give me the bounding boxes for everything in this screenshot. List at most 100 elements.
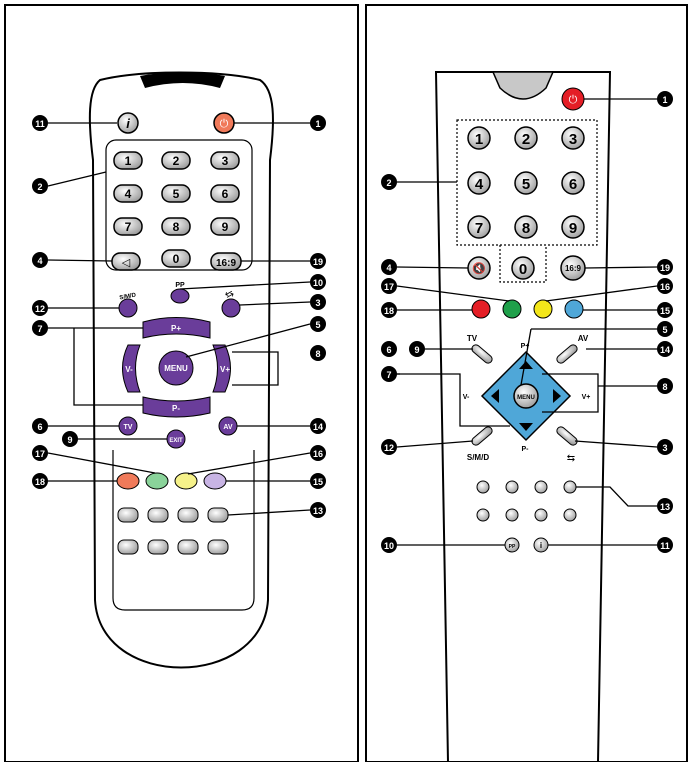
- svg-text:5: 5: [662, 325, 667, 335]
- teletext-key[interactable]: [535, 509, 547, 521]
- teletext-key[interactable]: [178, 508, 198, 522]
- v-minus-label: V-: [125, 365, 133, 374]
- swap-icon: ⇆: [567, 453, 575, 464]
- callout-marker: 4: [32, 252, 48, 268]
- tv-label: TV: [467, 334, 478, 343]
- remote-a-red-key[interactable]: [117, 473, 139, 489]
- callout-marker: 8: [310, 345, 326, 361]
- remote-b-red-key[interactable]: [472, 300, 490, 318]
- digit-button-8[interactable]: 8: [162, 218, 190, 235]
- remote-b-yellow-key[interactable]: [534, 300, 552, 318]
- digit-label: 1: [125, 154, 132, 168]
- teletext-key[interactable]: [564, 509, 576, 521]
- aspect-label: 16:9: [216, 258, 236, 269]
- svg-text:7: 7: [386, 370, 391, 380]
- digit-button-6[interactable]: 6: [211, 185, 239, 202]
- remote-a-pp-button[interactable]: [171, 289, 189, 303]
- svg-text:19: 19: [660, 263, 670, 273]
- digit-button-3[interactable]: 3: [211, 152, 239, 169]
- remote-b-blue-key[interactable]: [565, 300, 583, 318]
- callout-marker: 8: [657, 378, 673, 394]
- digit-label: 8: [173, 220, 180, 234]
- digit-label: 2: [173, 154, 180, 168]
- teletext-key[interactable]: [118, 508, 138, 522]
- menu-label: MENU: [164, 364, 188, 373]
- callout-marker: 15: [657, 302, 673, 318]
- digit-button-0[interactable]: 0: [162, 250, 190, 267]
- teletext-key[interactable]: [148, 508, 168, 522]
- callout-marker: 15: [310, 473, 326, 489]
- teletext-key[interactable]: [564, 481, 576, 493]
- callout-marker: 2: [32, 178, 48, 194]
- digit-button-7[interactable]: 7: [114, 218, 142, 235]
- v-plus-label: V+: [220, 365, 230, 374]
- svg-text:9: 9: [67, 435, 72, 445]
- teletext-key[interactable]: [148, 540, 168, 554]
- digit-button-9[interactable]: 9: [211, 218, 239, 235]
- digit-button-0[interactable]: 0: [512, 257, 534, 279]
- svg-text:10: 10: [384, 541, 394, 551]
- digit-label: 0: [173, 252, 180, 266]
- digit-label: 6: [222, 187, 229, 201]
- mute-icon: 🔇: [472, 262, 486, 275]
- callout-marker: 17: [381, 278, 397, 294]
- svg-text:6: 6: [37, 422, 42, 432]
- digit-label: 5: [522, 176, 530, 193]
- callout-marker: 11: [657, 537, 673, 553]
- svg-text:10: 10: [313, 278, 323, 288]
- callout-marker: 18: [381, 302, 397, 318]
- svg-text:16: 16: [313, 449, 323, 459]
- remote-a-blue-key[interactable]: [204, 473, 226, 489]
- teletext-key[interactable]: [208, 540, 228, 554]
- digit-button-2[interactable]: 2: [515, 127, 537, 149]
- remote-a-swap-button[interactable]: [222, 299, 240, 317]
- smd-label: S/M/D: [467, 453, 489, 462]
- digit-button-7[interactable]: 7: [468, 216, 490, 238]
- remote-a-yellow-key[interactable]: [175, 473, 197, 489]
- digit-button-5[interactable]: 5: [515, 172, 537, 194]
- digit-button-1[interactable]: 1: [114, 152, 142, 169]
- teletext-key[interactable]: [477, 509, 489, 521]
- remote-a-smd-button[interactable]: [119, 299, 137, 317]
- digit-button-9[interactable]: 9: [562, 216, 584, 238]
- teletext-key[interactable]: [506, 509, 518, 521]
- digit-button-8[interactable]: 8: [515, 216, 537, 238]
- digit-label: 7: [475, 220, 483, 237]
- teletext-key[interactable]: [506, 481, 518, 493]
- digit-label: 3: [222, 154, 229, 168]
- remote-b-green-key[interactable]: [503, 300, 521, 318]
- digit-button-3[interactable]: 3: [562, 127, 584, 149]
- pp-label: PP: [509, 544, 516, 550]
- aspect-label: 16:9: [565, 264, 582, 273]
- svg-text:8: 8: [662, 382, 667, 392]
- callout-marker: 3: [310, 294, 326, 310]
- power-icon: ⏻: [569, 94, 578, 106]
- callout-marker: 5: [657, 321, 673, 337]
- svg-text:5: 5: [315, 320, 320, 330]
- teletext-key[interactable]: [118, 540, 138, 554]
- digit-button-6[interactable]: 6: [562, 172, 584, 194]
- teletext-key[interactable]: [208, 508, 228, 522]
- digit-label: 7: [125, 220, 132, 234]
- digit-button-1[interactable]: 1: [468, 127, 490, 149]
- digit-button-5[interactable]: 5: [162, 185, 190, 202]
- digit-button-4[interactable]: 4: [114, 185, 142, 202]
- callout-marker: 13: [310, 502, 326, 518]
- v-plus-label: V+: [582, 394, 591, 401]
- digit-button-2[interactable]: 2: [162, 152, 190, 169]
- p-minus-label: P-: [172, 404, 180, 413]
- p-minus-label: P-: [522, 446, 530, 453]
- callout-marker: 5: [310, 316, 326, 332]
- av-label: AV: [223, 424, 233, 431]
- teletext-key[interactable]: [477, 481, 489, 493]
- teletext-key[interactable]: [178, 540, 198, 554]
- callout-marker: 10: [381, 537, 397, 553]
- digit-button-4[interactable]: 4: [468, 172, 490, 194]
- remote-a-green-key[interactable]: [146, 473, 168, 489]
- callout-marker: 14: [310, 418, 326, 434]
- teletext-key[interactable]: [535, 481, 547, 493]
- svg-text:1: 1: [315, 119, 320, 129]
- svg-text:6: 6: [386, 345, 391, 355]
- callout-marker: 9: [62, 431, 78, 447]
- svg-text:14: 14: [313, 422, 323, 432]
